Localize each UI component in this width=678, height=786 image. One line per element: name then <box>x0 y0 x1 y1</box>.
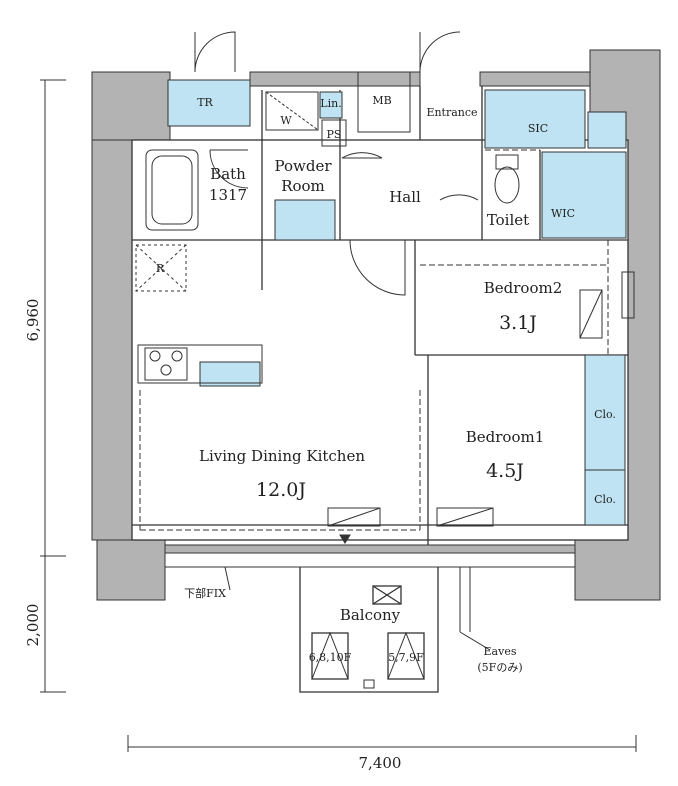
toilet-fixture <box>494 166 520 204</box>
label-ldk: Living Dining Kitchen <box>199 447 365 465</box>
burner-icon <box>149 350 161 362</box>
label-hall: Hall <box>389 188 421 206</box>
entrance-arrow-icon <box>339 534 351 544</box>
label-powder-2: Room <box>281 177 325 195</box>
label-bath-size: 1317 <box>209 186 247 204</box>
window-bedroom2 <box>621 271 635 319</box>
bedroom2-closet <box>579 289 603 339</box>
label-closet-lower: Clo. <box>594 493 616 506</box>
label-fix-note: 下部FIX <box>184 586 226 600</box>
exterior-walls <box>91 49 661 601</box>
label-mb: MB <box>372 94 391 107</box>
balcony <box>175 566 491 693</box>
pipe-space <box>321 119 347 147</box>
closet-upper <box>584 354 626 471</box>
meter-box <box>357 71 411 133</box>
doors <box>194 31 479 296</box>
dimension-left-upper: 6,960 <box>24 299 42 342</box>
bathtub <box>145 149 199 231</box>
label-bedroom2-size: 3.1J <box>499 312 537 334</box>
tr-storage <box>167 79 251 127</box>
aircon-bedroom1 <box>436 507 494 527</box>
label-fridge: R <box>156 262 165 275</box>
label-bath: Bath <box>210 165 246 183</box>
blue-fixtures <box>167 79 627 526</box>
label-bedroom1: Bedroom1 <box>466 428 545 446</box>
dimension-bottom: 7,400 <box>359 754 402 772</box>
washer-area <box>265 91 319 131</box>
label-ps: PS <box>327 128 342 141</box>
label-lin: Lin. <box>320 97 341 110</box>
label-balcony-right-note: 5,7,9F <box>388 651 424 664</box>
label-tr: TR <box>197 96 213 109</box>
label-eaves-note: (5Fのみ) <box>477 661 522 674</box>
kitchen-sink-counter <box>199 361 261 387</box>
label-balcony-left-note: 6,8,10F <box>309 651 352 664</box>
label-balcony: Balcony <box>340 606 401 624</box>
wic-storage <box>541 151 627 239</box>
label-sic: SIC <box>528 122 548 135</box>
linen-cupboard <box>319 91 343 119</box>
label-wic: WIC <box>551 207 575 220</box>
label-powder-1: Powder <box>274 157 332 175</box>
dimension-left-lower: 2,000 <box>24 604 42 647</box>
aircon-ldk <box>327 507 381 527</box>
fridge-space <box>135 244 187 292</box>
label-entrance: Entrance <box>426 106 477 119</box>
label-closet-upper: Clo. <box>594 408 616 421</box>
dashed-lines <box>139 149 609 531</box>
dimension-lines <box>40 79 637 752</box>
kitchen-counter <box>137 344 263 384</box>
fixtures <box>135 71 635 544</box>
label-w: W <box>280 114 292 127</box>
label-eaves: Eaves <box>484 645 517 658</box>
closet-lower <box>584 469 626 526</box>
label-ldk-size: 12.0J <box>256 479 306 501</box>
label-bedroom1-size: 4.5J <box>486 460 524 482</box>
label-toilet: Toilet <box>487 211 529 229</box>
label-bedroom2: Bedroom2 <box>484 279 563 297</box>
shoe-cupboard <box>484 89 586 149</box>
